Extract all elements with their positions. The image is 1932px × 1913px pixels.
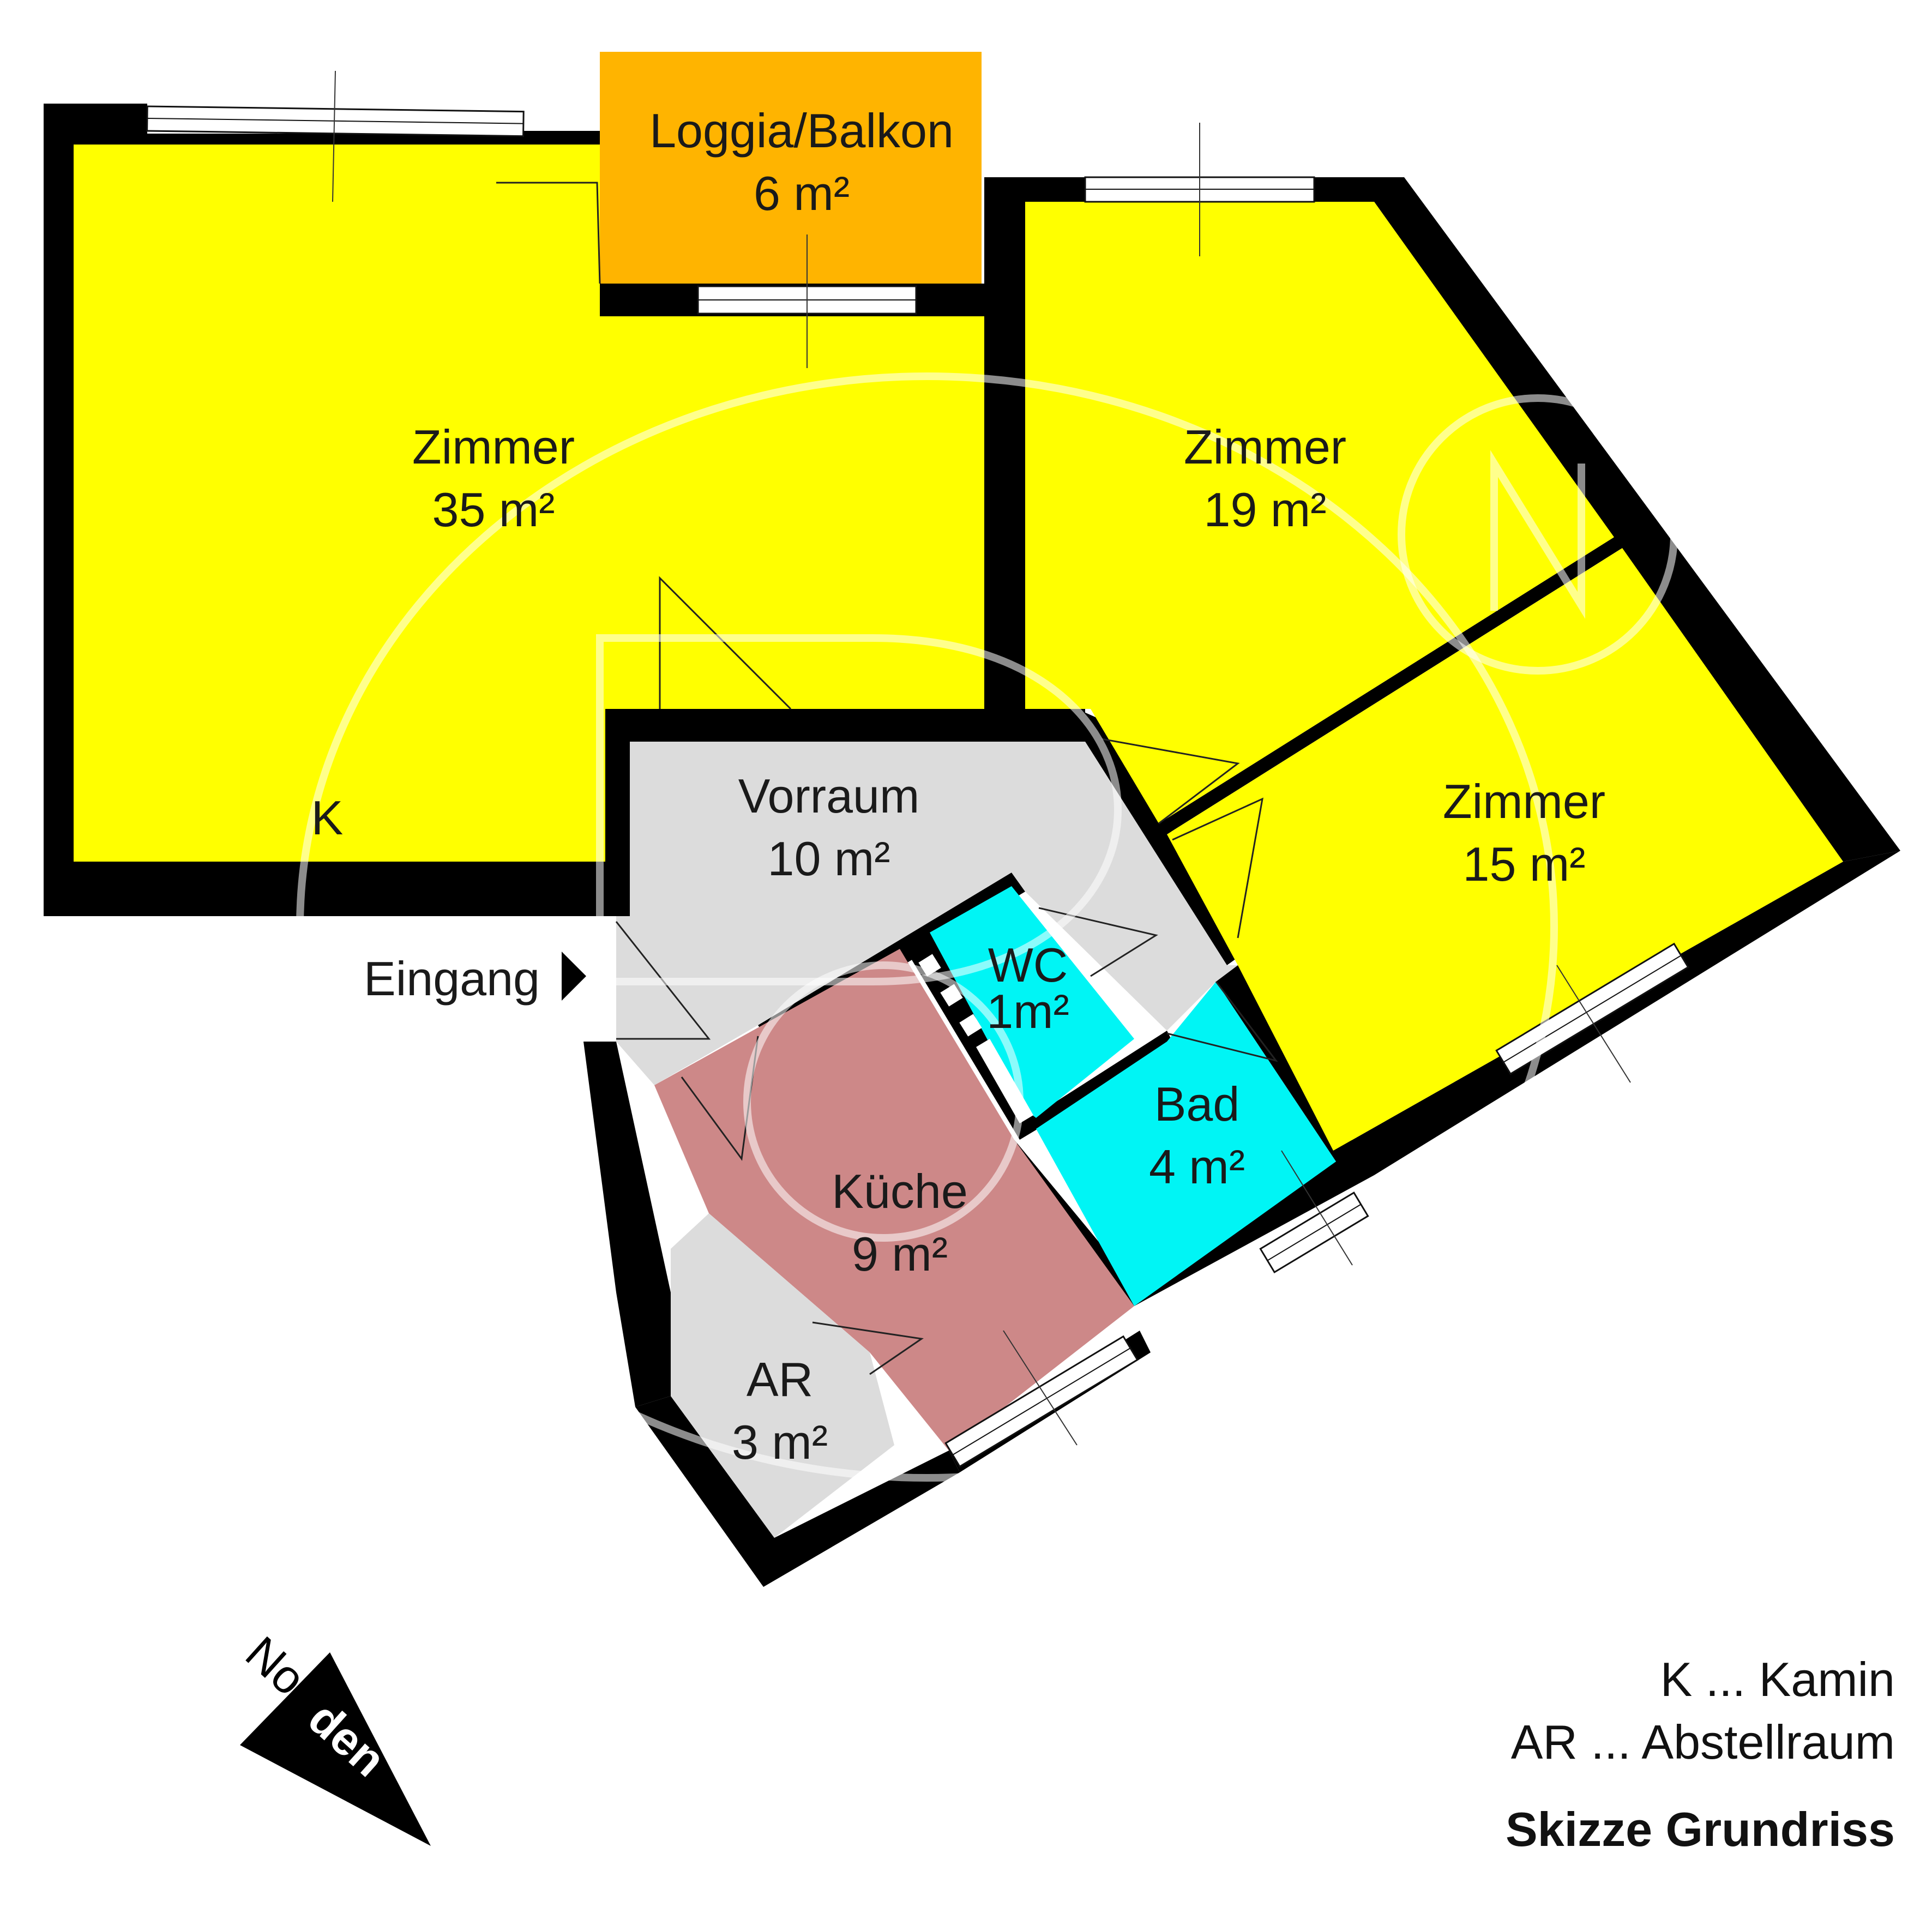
door-zimmer35 (659, 576, 792, 710)
wall-zimmer35-left (44, 104, 74, 916)
room-kueche[interactable] (654, 949, 1134, 1451)
label-entrance: Eingang (364, 952, 540, 1006)
entrance-marker[interactable]: Eingang (364, 952, 586, 1006)
room-ar[interactable] (671, 1213, 894, 1538)
wall-vorraum-left (605, 709, 630, 916)
label-zimmer15-name: Zimmer (1443, 774, 1605, 828)
label-zimmer35-name: Zimmer (412, 420, 575, 474)
legend-line-2: AR ... Abstellraum (1511, 1715, 1895, 1769)
label-loggia-area: 6 m² (754, 166, 850, 220)
room-vorraum[interactable] (616, 742, 1238, 1085)
wall-lower-left (583, 1042, 671, 1407)
room-loggia[interactable] (600, 52, 982, 284)
legend: K ... Kamin AR ... Abstellraum Skizze Gr… (1506, 1652, 1895, 1856)
room-zimmer-15[interactable] (1167, 548, 1843, 1151)
door-loggia (496, 182, 601, 284)
label-zimmer19-name: Zimmer (1184, 420, 1346, 474)
watermark-logo (296, 372, 1678, 1482)
wall-divider-35-19 (984, 177, 1025, 723)
wall-zimmer35-bottom (44, 862, 616, 916)
label-vorraum-area: 10 m² (768, 832, 890, 886)
window-bad (1259, 1192, 1369, 1273)
label-wc-area: 1m² (986, 984, 1069, 1038)
label-ar-area: 3 m² (732, 1415, 828, 1469)
label-zimmer19-area: 19 m² (1204, 483, 1327, 537)
entrance-arrow-icon (562, 952, 586, 1001)
window-kueche (944, 1335, 1139, 1468)
door-zimmer15 (1172, 797, 1263, 939)
room-labels: Zimmer 35 m² Loggia/Balkon 6 m² Zimmer 1… (311, 104, 1605, 1469)
wall-wc-bad (1031, 1031, 1172, 1129)
label-kamin-marker: K (311, 791, 344, 845)
wall-vorraum-top (605, 709, 1085, 742)
room-wc[interactable] (930, 886, 1134, 1118)
wall-bottom-right (1333, 851, 1900, 1175)
wall-divider-19-15 (1159, 537, 1622, 834)
north-arrow-icon (240, 1652, 431, 1846)
label-bad-area: 4 m² (1149, 1140, 1245, 1194)
label-kueche-name: Küche (832, 1164, 968, 1218)
axis-lines (332, 70, 1631, 1446)
wall-right-diagonal (1374, 177, 1900, 862)
window-zimmer35-top (146, 105, 525, 137)
label-kueche-area: 9 m² (852, 1227, 948, 1281)
door-ar (812, 1321, 924, 1375)
room-zimmer-19[interactable] (1025, 202, 1614, 823)
label-bad-name: Bad (1154, 1077, 1240, 1131)
door-wc (1038, 907, 1158, 977)
door-entrance (615, 921, 711, 1040)
label-loggia-name: Loggia/Balkon (649, 104, 954, 158)
label-wc-name: WC (988, 938, 1068, 992)
wall-lower-bottom (635, 1396, 960, 1587)
door-zimmer19 (1101, 738, 1240, 825)
label-ar-name: AR (747, 1352, 813, 1406)
label-zimmer35-area: 35 m² (432, 483, 555, 537)
label-zimmer15-area: 15 m² (1463, 837, 1586, 891)
room-bad[interactable] (1036, 982, 1336, 1306)
legend-title: Skizze Grundriss (1506, 1802, 1895, 1856)
legend-line-1: K ... Kamin (1660, 1652, 1895, 1706)
label-vorraum-name: Vorraum (738, 769, 920, 823)
door-bad (1166, 981, 1278, 1062)
north-arrow: Nor den (236, 1627, 431, 1846)
